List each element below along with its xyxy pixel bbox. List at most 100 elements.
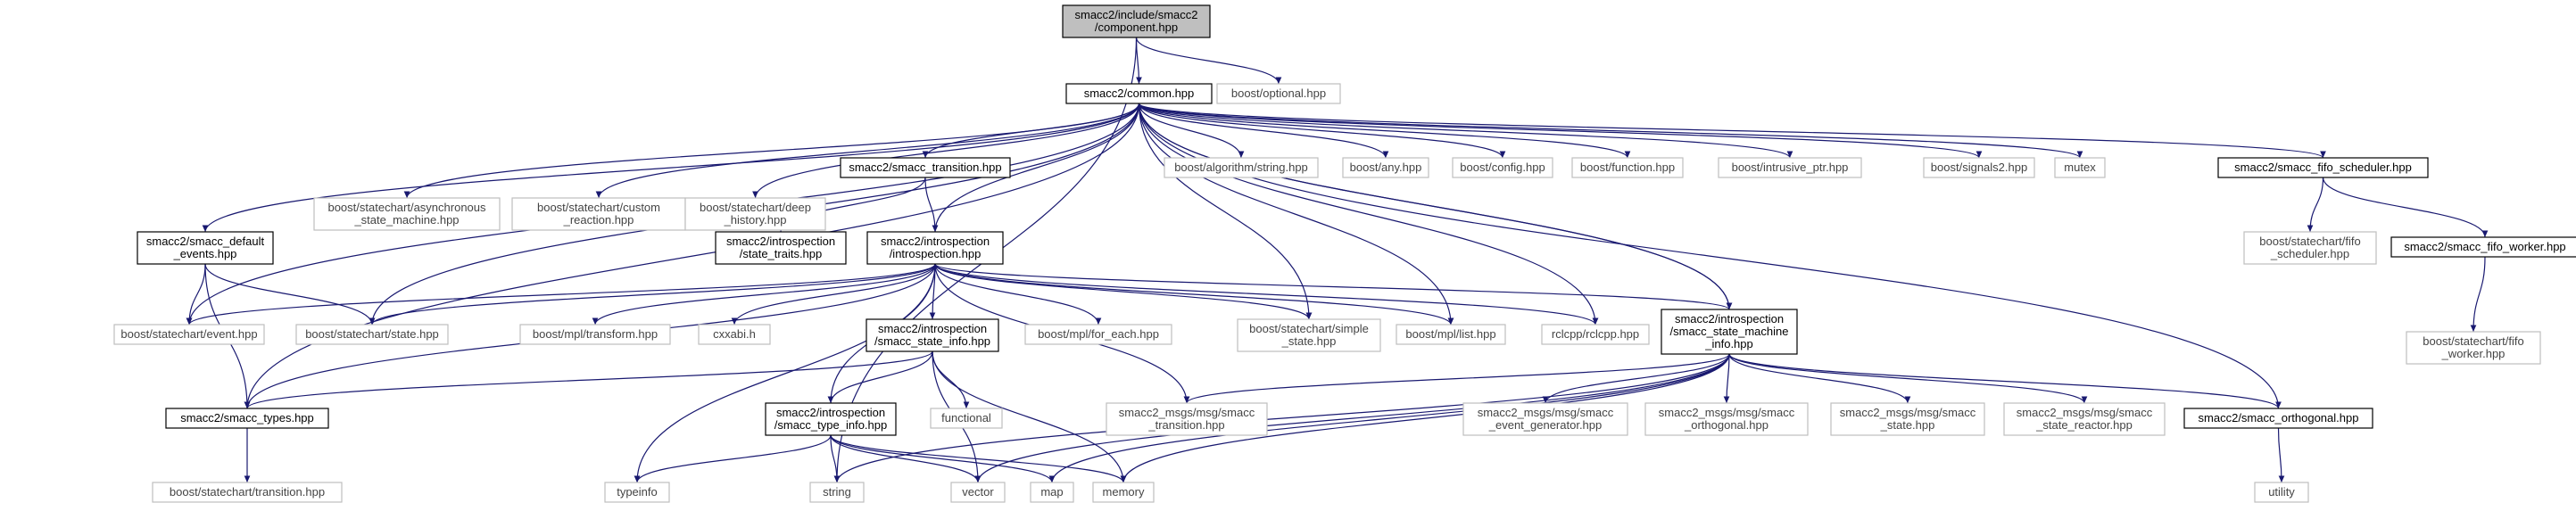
node-custom-reaction: boost/statechart/custom_reaction.hpp: [511, 197, 686, 231]
edge-introspection-to-rclcpp: [934, 263, 1599, 326]
node-fifo-scheduler[interactable]: smacc2/smacc_fifo_scheduler.hpp: [2217, 157, 2429, 178]
edge-common-to-signals2: [1138, 103, 1983, 159]
edge-introspection-to-mpl_list: [934, 263, 1454, 326]
node-function: boost/function.hpp: [1571, 157, 1684, 178]
node-type-info[interactable]: smacc2/introspection/smacc_type_info.hpp: [765, 402, 897, 436]
node-label: boost/mpl/for_each.hpp: [1038, 327, 1159, 341]
node-transition[interactable]: smacc2/smacc_transition.hpp: [840, 157, 1011, 178]
edge-common-to-intrusive_ptr: [1138, 103, 1793, 159]
node-label: smacc2/common.hpp: [1084, 87, 1195, 100]
node-vector: vector: [950, 482, 1006, 503]
node-box: [1396, 324, 1506, 345]
node-msg-orthogonal: smacc2_msgs/msg/smacc_orthogonal.hpp: [1644, 402, 1809, 436]
node-fifo-worker[interactable]: smacc2/smacc_fifo_worker.hpp: [2390, 236, 2576, 258]
node-any: boost/any.hpp: [1342, 157, 1429, 178]
node-label: memory: [1103, 485, 1145, 499]
edge-common-to-any: [1138, 103, 1389, 159]
edge-state_info-to-functional: [932, 350, 970, 409]
node-box: [1462, 402, 1628, 436]
node-introspection[interactable]: smacc2/introspection/introspection.hpp: [866, 231, 1004, 265]
node-label: boost/signals2.hpp: [1931, 161, 2027, 174]
node-event: boost/statechart/event.hpp: [113, 324, 265, 345]
edge-introspection-to-sm_info: [934, 263, 1733, 310]
node-sm-info[interactable]: smacc2/introspection/smacc_state_machine…: [1661, 309, 1798, 355]
edge-common-to-mpl_list: [1138, 103, 1454, 326]
node-label: /component.hpp: [1095, 21, 1178, 34]
node-label: /introspection.hpp: [890, 247, 982, 260]
node-component[interactable]: smacc2/include/smacc2/component.hpp: [1062, 4, 1211, 38]
edge-sm_info-to-msg_event_gen: [1542, 353, 1730, 404]
edge-introspection-to-typeinfo: [634, 263, 936, 483]
node-label: functional: [941, 411, 991, 424]
node-functional: functional: [930, 408, 1003, 429]
edge-common-to-async_sm: [403, 103, 1140, 199]
node-box: [1644, 402, 1809, 436]
node-state-info[interactable]: smacc2/introspection/smacc_state_info.hp…: [866, 318, 999, 352]
edge-sm_info-to-orthogonal: [1728, 353, 2282, 409]
node-label: smacc2/introspection: [776, 406, 885, 419]
node-box: [1452, 157, 1553, 178]
node-box: [113, 324, 265, 345]
edge-state_info-to-smacc_types: [244, 350, 933, 409]
node-orthogonal[interactable]: smacc2/smacc_orthogonal.hpp: [2183, 408, 2373, 429]
node-box: [2243, 231, 2377, 265]
node-label: vector: [962, 485, 994, 499]
node-box: [1106, 402, 1268, 436]
edge-common-to-transition: [922, 103, 1140, 159]
edge-introspection-to-cxxabi: [731, 263, 936, 326]
node-label: smacc2/smacc_transition.hpp: [849, 161, 1001, 174]
node-state-traits[interactable]: smacc2/introspection/state_traits.hpp: [715, 231, 847, 265]
node-box: [1342, 157, 1429, 178]
node-label: _reaction.hpp: [563, 213, 634, 227]
node-label: boost/statechart/deep: [700, 201, 811, 214]
node-box: [1923, 157, 2035, 178]
edge-common-to-fifo_scheduler: [1138, 103, 2326, 159]
node-msg-transition: smacc2_msgs/msg/smacc_transition.hpp: [1106, 402, 1268, 436]
node-intrusive-ptr: boost/intrusive_ptr.hpp: [1718, 157, 1862, 178]
node-label: boost/statechart/fifo: [2423, 334, 2523, 348]
node-label: utility: [2268, 485, 2295, 499]
node-default-events[interactable]: smacc2/smacc_default_events.hpp: [137, 231, 274, 265]
edge-type_info-to-memory: [830, 434, 1127, 483]
edge-common-to-simple_state: [1138, 103, 1313, 320]
node-box: [1092, 482, 1155, 503]
edge-sm_info-to-vector: [974, 353, 1730, 483]
node-utility: utility: [2254, 482, 2309, 503]
node-label: _state_machine.hpp: [353, 213, 459, 227]
node-box: [1571, 157, 1684, 178]
node-map: map: [1030, 482, 1074, 503]
node-label: boost/intrusive_ptr.hpp: [1732, 161, 1849, 174]
node-label: _event_generator.hpp: [1488, 418, 1603, 432]
edge-common-to-rclcpp: [1138, 103, 1599, 326]
node-box: [1030, 482, 1074, 503]
edge-orthogonal-to-utility: [2277, 427, 2285, 483]
node-box: [2390, 236, 2576, 258]
node-async-sm: boost/statechart/asynchronous_state_mach…: [313, 197, 501, 231]
node-label: _info.hpp: [1704, 337, 1753, 350]
node-box: [1164, 157, 1319, 178]
node-box: [295, 324, 449, 345]
node-msg-state-reactor: smacc2_msgs/msg/smacc_state_reactor.hpp: [2003, 402, 2166, 436]
node-label: smacc2_msgs/msg/smacc: [2017, 406, 2153, 419]
edge-common-to-sm_info: [1138, 103, 1733, 310]
edge-sm_info-to-map: [1048, 353, 1730, 483]
node-label: _orthogonal.hpp: [1684, 418, 1768, 432]
node-box: [165, 408, 329, 429]
edge-type_info-to-typeinfo: [634, 434, 832, 483]
node-box: [698, 324, 771, 345]
edge-sm_info-to-msg_orthogonal: [1723, 353, 1730, 404]
node-smacc-types[interactable]: smacc2/smacc_types.hpp: [165, 408, 329, 429]
edge-sm_info-to-msg_state: [1728, 353, 1911, 404]
node-algo-string: boost/algorithm/string.hpp: [1164, 157, 1319, 178]
node-box: [1065, 83, 1213, 104]
node-box: [1718, 157, 1862, 178]
edge-fifo_scheduler-to-sc_fifo_scheduler: [2307, 177, 2324, 233]
node-label: _state.hpp: [1880, 418, 1935, 432]
node-label: _state.hpp: [1281, 334, 1337, 348]
node-box: [2406, 331, 2541, 365]
node-common[interactable]: smacc2/common.hpp: [1065, 83, 1213, 104]
node-box: [511, 197, 686, 231]
node-mutex: mutex: [2054, 157, 2106, 178]
node-label: _state_reactor.hpp: [2035, 418, 2133, 432]
node-box: [715, 231, 847, 265]
